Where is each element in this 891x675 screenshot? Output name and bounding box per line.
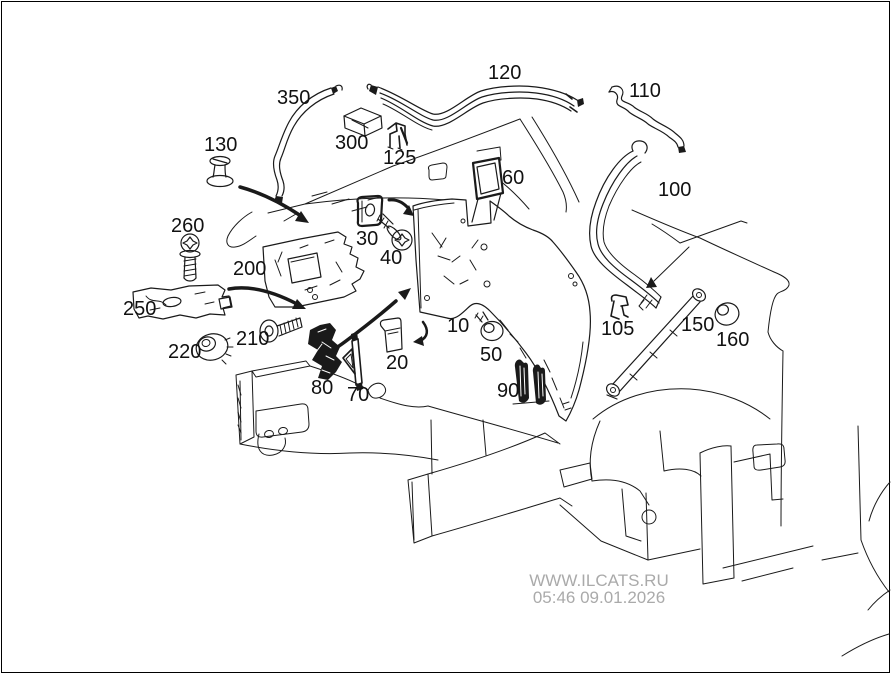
part-110-seal-strip [608, 85, 686, 153]
arrow-130-to-panel [238, 185, 303, 218]
part-label-110[interactable]: 110 [629, 80, 661, 102]
part-105-small-clip [610, 246, 690, 320]
part-label-90[interactable]: 90 [497, 380, 519, 402]
part-label-105[interactable]: 105 [601, 318, 634, 340]
part-30-square-clip [356, 194, 384, 228]
part-300-block [343, 107, 383, 137]
pointer-arrowhead-105 [646, 277, 657, 288]
part-210-screw [259, 317, 303, 343]
part-label-210[interactable]: 210 [236, 328, 269, 350]
arrow-up-to-panel [332, 299, 398, 351]
part-label-160[interactable]: 160 [716, 329, 749, 351]
part-label-125[interactable]: 125 [383, 147, 416, 169]
body-sketch [226, 116, 891, 657]
part-50-washer-screw [474, 311, 504, 342]
watermark: WWW.ILCATS.RU 05:46 09.01.2026 [529, 571, 668, 607]
part-20-rubber-pad [379, 317, 403, 353]
part-350-weatherstrip [272, 84, 343, 203]
arrow-30-to-panel [387, 198, 411, 211]
part-label-60[interactable]: 60 [502, 167, 524, 189]
part-label-250[interactable]: 250 [123, 298, 156, 320]
callout-arrows [227, 185, 429, 351]
part-label-20[interactable]: 20 [386, 352, 408, 374]
part-label-350[interactable]: 350 [277, 87, 310, 109]
part-label-50[interactable]: 50 [480, 344, 502, 366]
part-label-150[interactable]: 150 [681, 314, 714, 336]
part-200-mounting-plate [262, 231, 365, 308]
part-150-diagonal-strut [605, 288, 707, 400]
part-60-rectangular-frame [471, 146, 505, 223]
part-label-10[interactable]: 10 [447, 315, 469, 337]
part-10-side-panel [412, 198, 592, 422]
part-80-bracket [308, 323, 342, 380]
part-40-torx-screw [376, 213, 413, 251]
part-label-120[interactable]: 120 [488, 62, 521, 84]
part-260-torx-bolt [179, 233, 201, 282]
part-label-260[interactable]: 260 [171, 215, 204, 237]
part-label-80[interactable]: 80 [311, 377, 333, 399]
part-label-220[interactable]: 220 [168, 341, 201, 363]
part-label-130[interactable]: 130 [204, 134, 237, 156]
part-250-bracket-strip [132, 284, 233, 320]
watermark-site: WWW.ILCATS.RU [529, 571, 668, 590]
part-220-round-plug [195, 333, 234, 365]
watermark-timestamp: 05:46 09.01.2026 [533, 588, 665, 607]
arrow-250-to-plate [227, 286, 299, 306]
part-label-30[interactable]: 30 [356, 228, 378, 250]
part-labels: 10 20 30 40 50 60 70 80 90 100 105 110 1… [123, 62, 749, 406]
part-160-grommet [714, 302, 740, 326]
part-130-push-pin [206, 155, 234, 188]
part-120-rail-strip [366, 83, 584, 131]
part-125-cable-clip [387, 122, 409, 151]
part-label-100[interactable]: 100 [658, 179, 691, 201]
part-90-buffer-pair [512, 359, 550, 405]
part-label-40[interactable]: 40 [380, 247, 402, 269]
part-label-200[interactable]: 200 [233, 258, 266, 280]
part-100-seal-strip [589, 140, 662, 311]
part-label-70[interactable]: 70 [347, 384, 369, 406]
part-label-300[interactable]: 300 [335, 132, 368, 154]
